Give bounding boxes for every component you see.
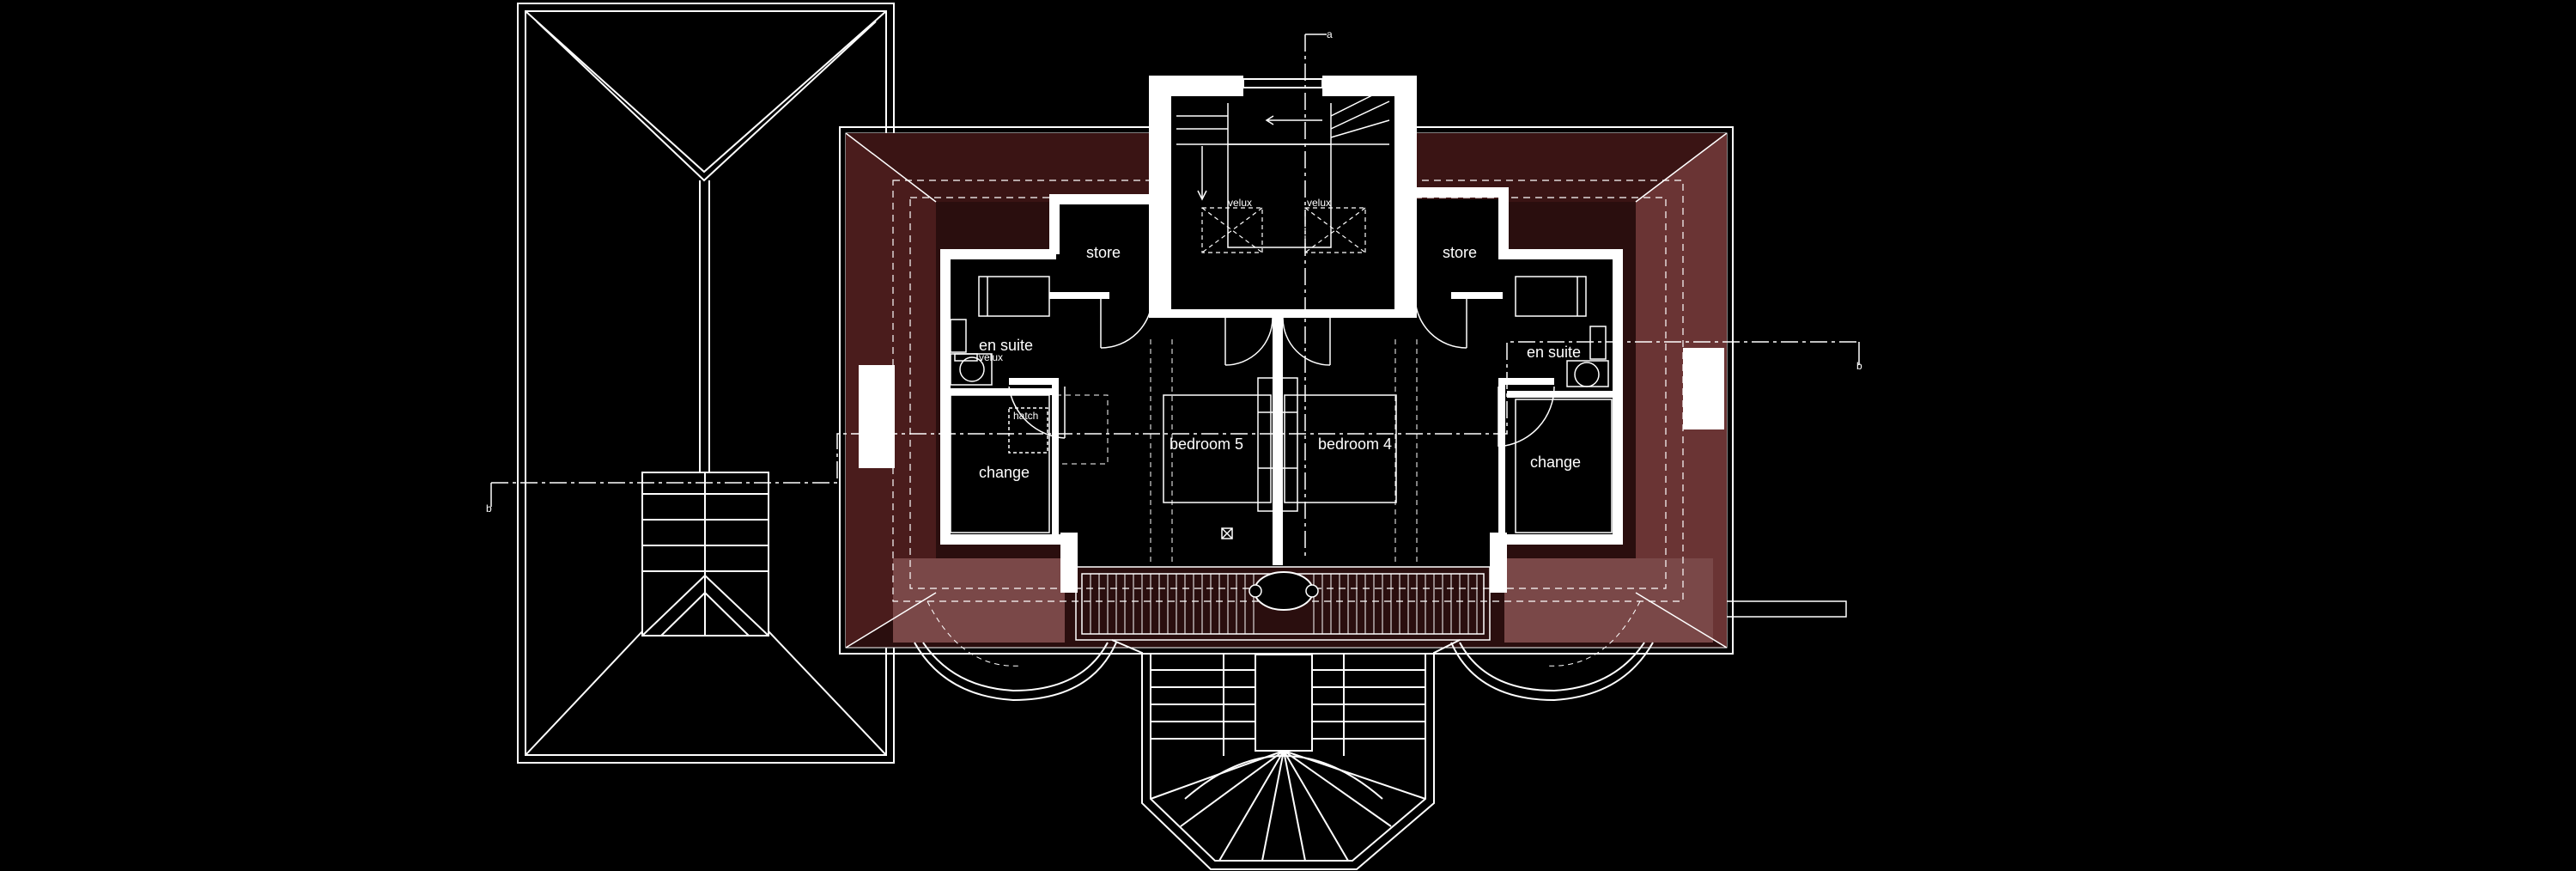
room-hatch: hatch <box>1013 410 1038 422</box>
window-right <box>1683 348 1724 429</box>
room-change-right: change <box>1530 454 1581 471</box>
left-wing-fixtures <box>950 276 1153 533</box>
room-store-right: store <box>1443 244 1477 261</box>
velux-label-right: velux <box>1307 197 1331 209</box>
section-line-b <box>491 341 1859 484</box>
room-store-left: store <box>1086 244 1121 261</box>
room-en-suite-left: en suite <box>979 337 1033 354</box>
left-wing-walls <box>940 194 1152 593</box>
bedrooms: bedroom 5 bedroom 4 <box>1056 314 1418 565</box>
left-external-stair <box>641 472 769 636</box>
section-marker-b-left: b <box>486 502 492 515</box>
right-wing-walls <box>1415 187 1623 593</box>
right-ledge <box>1727 600 1847 618</box>
left-roof-outline <box>517 3 895 764</box>
room-bedroom-4: bedroom 4 <box>1318 436 1392 453</box>
left-bay <box>914 600 1117 702</box>
window-left <box>859 365 895 468</box>
stair-core: velux velux <box>1149 76 1417 318</box>
section-marker-b-right: b <box>1856 360 1862 372</box>
velux-label-left: velux <box>1228 197 1252 209</box>
room-en-suite-right: en suite <box>1527 344 1581 361</box>
balcony <box>1075 566 1491 641</box>
right-wing-fixtures <box>1414 276 1613 533</box>
section-marker-a: a <box>1327 28 1333 40</box>
front-external-stair <box>1111 639 1461 870</box>
right-bay <box>1450 600 1654 702</box>
room-change-left: change <box>979 464 1030 481</box>
room-bedroom-5: bedroom 5 <box>1170 436 1243 453</box>
velux-label-small: velux <box>979 351 1003 363</box>
